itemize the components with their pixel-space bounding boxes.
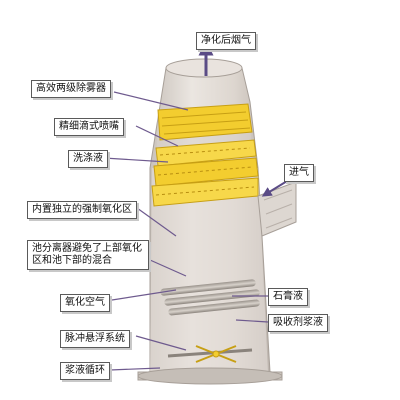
label-clean-flue-gas: 净化后烟气 (196, 32, 256, 50)
label-flue-gas-inlet: 进气 (284, 164, 314, 182)
label-gypsum-slurry: 石膏液 (268, 288, 308, 306)
pool-separator-pipes (160, 279, 260, 316)
label-pool-separator: 池分离器避免了上部氧化区和池下部的混合 (27, 240, 149, 270)
label-slurry-circulation: 浆液循环 (60, 362, 110, 380)
label-nozzles: 精细滴式喷嘴 (54, 118, 124, 136)
label-demister: 高效两级除雾器 (31, 80, 111, 98)
label-absorbent-slurry: 吸收剂浆液 (268, 314, 328, 332)
label-pulse-suspension: 脉冲悬浮系统 (60, 330, 130, 348)
spray-nozzle-banks (151, 139, 259, 207)
label-oxidation-air: 氧化空气 (60, 294, 110, 312)
pulse-suspension-pipes (167, 345, 253, 363)
tower-body (137, 58, 283, 385)
label-wash-liquid: 洗涤液 (68, 150, 108, 168)
inlet-duct (257, 181, 297, 237)
demister-packing (157, 103, 253, 141)
label-oxidation-zone: 内置独立的强制氧化区 (27, 201, 137, 219)
leader-lines (103, 91, 269, 371)
